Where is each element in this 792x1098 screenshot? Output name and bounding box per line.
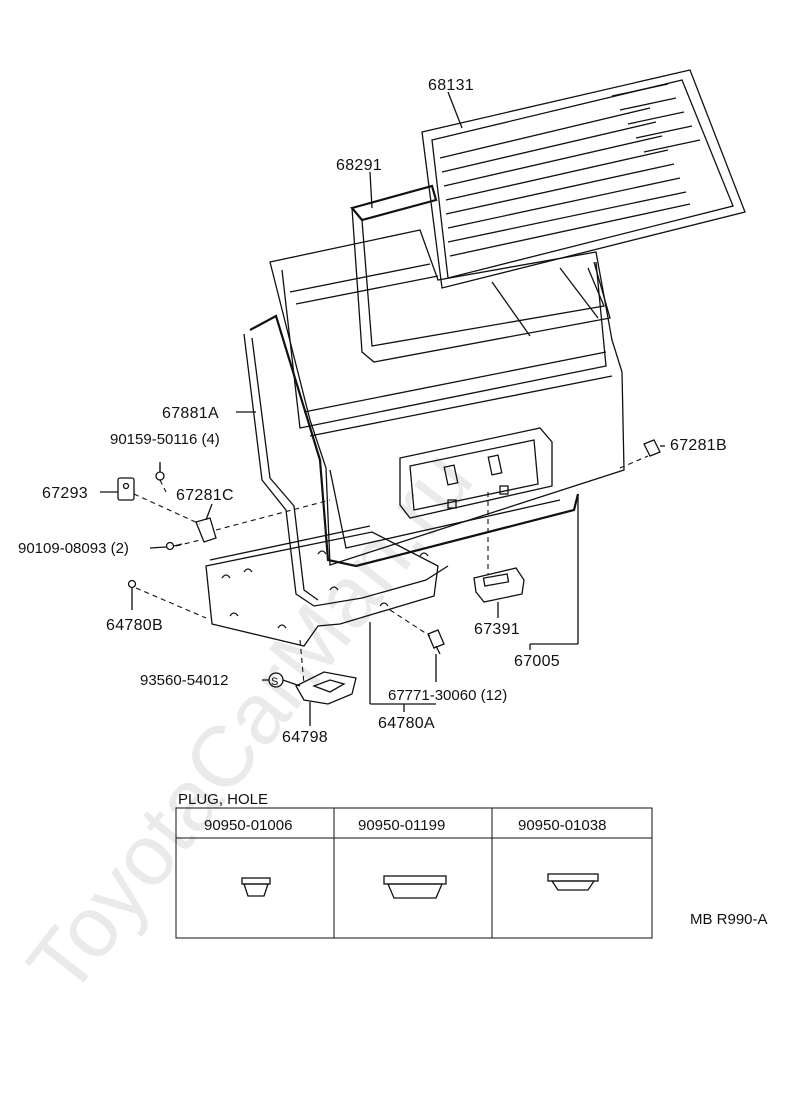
clip-64780B xyxy=(127,579,137,589)
plug-icon-1 xyxy=(241,877,271,897)
label-93560-54012: 93560-54012 xyxy=(140,672,228,689)
plug-column-2: 90950-01199 xyxy=(358,817,445,834)
svg-text:S: S xyxy=(271,676,278,688)
label-64780B: 64780B xyxy=(106,617,163,634)
plug-hole-table: PLUG, HOLE 90950-01006 90950-01199 90950… xyxy=(175,791,653,939)
stopper-67281C xyxy=(195,517,217,543)
glass-defroster-lines xyxy=(439,83,701,257)
pull-handle-64798 xyxy=(295,671,357,705)
plug-icon-2 xyxy=(383,875,447,899)
label-64798: 64798 xyxy=(282,729,328,746)
plug-table-title: PLUG, HOLE xyxy=(178,791,268,808)
label-67281B: 67281B xyxy=(670,437,727,454)
label-90159-50116: 90159-50116 (4) xyxy=(110,431,220,448)
glass-weatherstrip xyxy=(350,184,611,363)
handle-bezel-67391 xyxy=(473,567,525,603)
plug-column-3: 90950-01038 xyxy=(518,817,606,834)
label-67771-30060: 67771-30060 (12) xyxy=(388,687,507,704)
label-67391: 67391 xyxy=(474,621,520,638)
back-door-panel xyxy=(269,229,625,566)
hinge-67293 xyxy=(117,477,135,501)
label-90109-08093: 90109-08093 (2) xyxy=(18,540,129,557)
door-weatherstrip xyxy=(243,314,580,607)
label-67293: 67293 xyxy=(42,485,88,502)
leader-lines xyxy=(100,91,665,726)
plug-column-1: 90950-01006 xyxy=(204,817,292,834)
label-68131: 68131 xyxy=(428,77,474,94)
label-67281C: 67281C xyxy=(176,487,234,504)
label-67005: 67005 xyxy=(514,653,560,670)
trim-clip-holes xyxy=(221,550,429,629)
assembly-dashed-lines xyxy=(133,455,649,685)
label-64780A: 64780A xyxy=(378,715,435,732)
label-67881A: 67881A xyxy=(162,405,219,422)
back-door-glass xyxy=(421,69,746,289)
clip-67771 xyxy=(427,629,445,655)
screw-90109 xyxy=(165,541,183,551)
diagram-code: MB R990-A xyxy=(690,911,768,928)
stopper-67281B xyxy=(643,439,661,457)
plug-icon-3 xyxy=(547,873,599,891)
label-68291: 68291 xyxy=(336,157,382,174)
door-trim-board xyxy=(205,525,439,647)
